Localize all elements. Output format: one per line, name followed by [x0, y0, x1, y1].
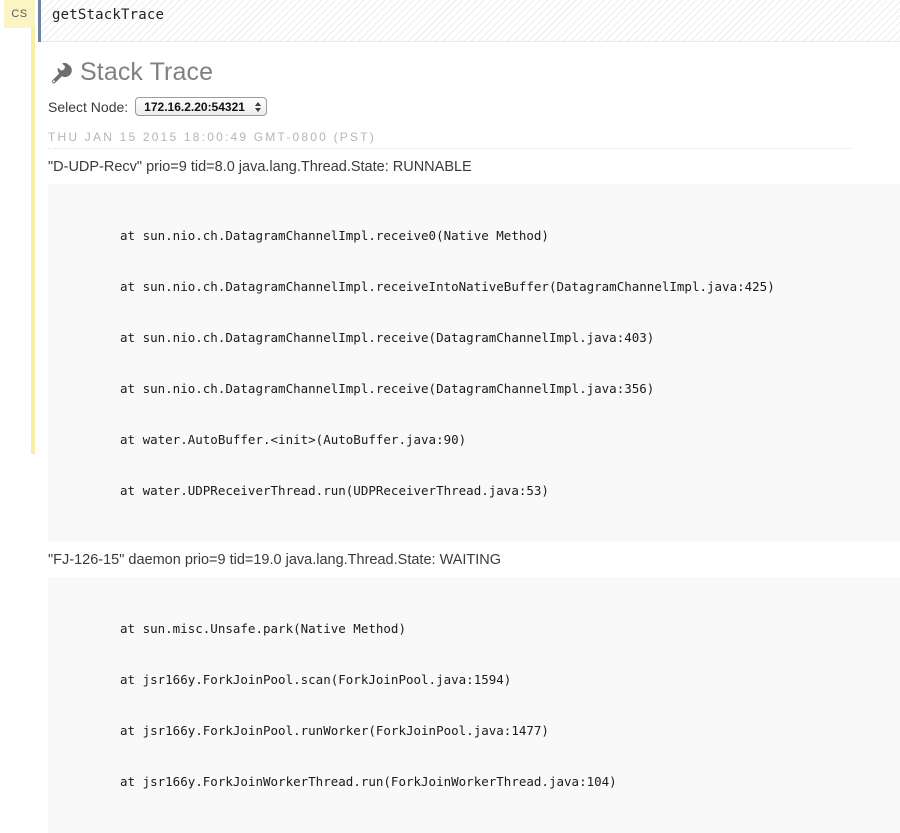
- thread-header: "FJ-126-15" daemon prio=9 tid=19.0 java.…: [48, 552, 502, 568]
- node-select-value: 172.16.2.20:54321: [144, 99, 245, 114]
- stack-frame-line: at jsr166y.ForkJoinPool.scan(ForkJoinPoo…: [120, 672, 512, 687]
- select-node-label: Select Node:: [48, 98, 129, 115]
- thread-entry: "D-UDP-Recv" prio=9 tid=8.0 java.lang.Th…: [48, 159, 900, 542]
- stack-frame-line: at sun.nio.ch.DatagramChannelImpl.receiv…: [120, 228, 549, 243]
- stack-frame-block: at sun.misc.Unsafe.park(Native Method) a…: [48, 577, 900, 833]
- stack-frame-line: at jsr166y.ForkJoinPool.runWorker(ForkJo…: [120, 723, 549, 738]
- stack-trace-panel: Stack Trace Select Node: 172.16.2.20:543…: [48, 55, 900, 833]
- thread-header: "D-UDP-Recv" prio=9 tid=8.0 java.lang.Th…: [48, 159, 472, 175]
- thread-list: "D-UDP-Recv" prio=9 tid=8.0 java.lang.Th…: [48, 159, 900, 833]
- node-select-dropdown[interactable]: 172.16.2.20:54321: [135, 97, 267, 116]
- yellow-accent-rail: [31, 0, 35, 454]
- stack-frame-line: at water.AutoBuffer.<init>(AutoBuffer.ja…: [120, 432, 467, 447]
- trace-timestamp: THU JAN 15 2015 18:00:49 GMT-0800 (PST): [48, 130, 852, 149]
- node-selector-row: Select Node: 172.16.2.20:54321: [48, 97, 900, 116]
- stack-frame-line: at sun.nio.ch.DatagramChannelImpl.receiv…: [120, 381, 655, 396]
- cell-type-badge: CS: [4, 0, 35, 28]
- stack-frame-block: at sun.nio.ch.DatagramChannelImpl.receiv…: [48, 184, 900, 542]
- cell-header: CS getStackTrace: [0, 0, 900, 43]
- thread-entry: "FJ-126-15" daemon prio=9 tid=19.0 java.…: [48, 552, 900, 833]
- stack-frame-line: at sun.nio.ch.DatagramChannelImpl.receiv…: [120, 279, 775, 294]
- stack-frame-line: at sun.nio.ch.DatagramChannelImpl.receiv…: [120, 330, 655, 345]
- wrench-icon: [48, 60, 72, 84]
- cell-header-hatch-background: [38, 0, 900, 42]
- stack-frame-line: at jsr166y.ForkJoinWorkerThread.run(Fork…: [120, 774, 617, 789]
- section-title: Stack Trace: [48, 55, 900, 89]
- section-title-label: Stack Trace: [80, 57, 214, 86]
- stack-frame-line: at water.UDPReceiverThread.run(UDPReceiv…: [120, 483, 549, 498]
- stack-frame-line: at sun.misc.Unsafe.park(Native Method): [120, 621, 406, 636]
- cell-title: getStackTrace: [52, 7, 165, 23]
- cell-header-left-rule: [38, 0, 41, 42]
- chevron-updown-icon: [254, 101, 261, 112]
